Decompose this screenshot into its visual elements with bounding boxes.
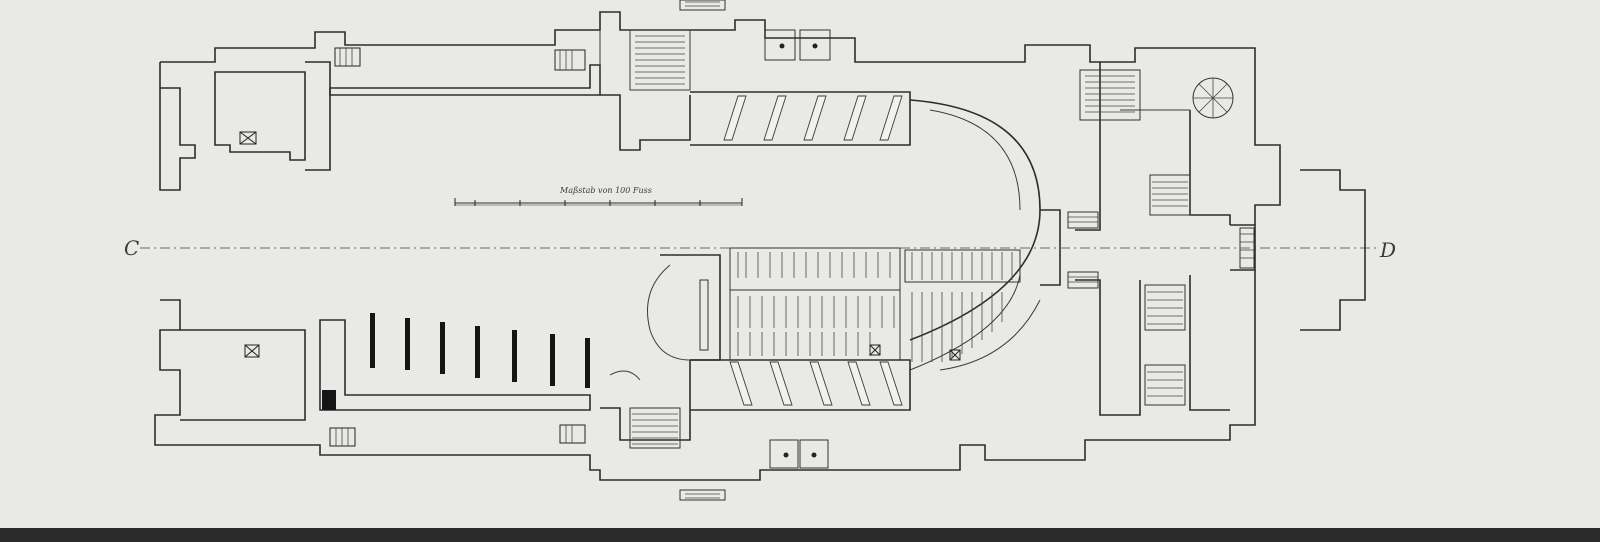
north-chambers	[239, 29, 831, 145]
south-stairs	[329, 211, 1186, 501]
north-slanted-pews	[723, 95, 903, 141]
apse-side-pews	[699, 249, 1021, 362]
nave-pews	[729, 247, 901, 361]
scale-bar-caption: Maßstab von 100 Fuss	[559, 186, 652, 195]
north-wing-walls	[159, 11, 1281, 231]
south-chambers	[244, 344, 829, 469]
south-slanted-pews	[729, 361, 903, 406]
section-mark-c: C	[124, 236, 139, 260]
south-west-hall-columns	[322, 313, 590, 410]
section-mark-d: D	[1379, 238, 1396, 262]
bottom-border	[0, 528, 1600, 542]
scale-bar: Maßstab von 100 Fuss	[454, 186, 743, 206]
